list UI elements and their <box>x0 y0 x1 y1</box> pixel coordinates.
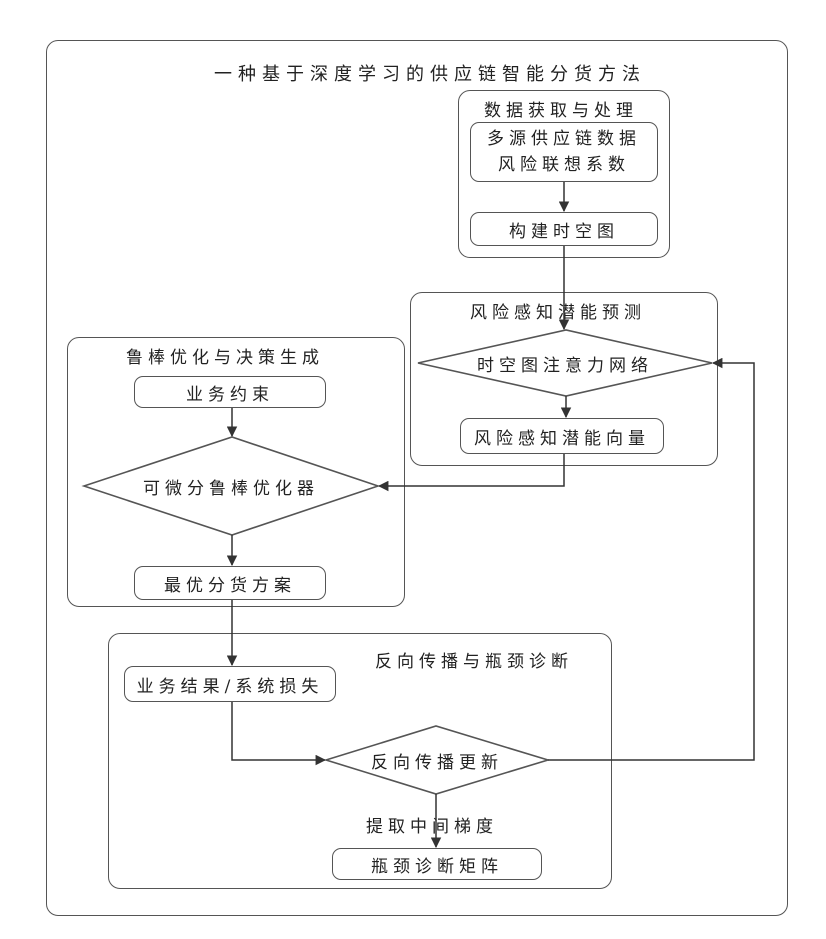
robust-optimizer-label: 可微分鲁棒优化器 <box>84 471 378 501</box>
attention-network-label: 时空图注意力网络 <box>418 348 712 378</box>
backprop-label: 反向传播更新 <box>326 745 548 775</box>
